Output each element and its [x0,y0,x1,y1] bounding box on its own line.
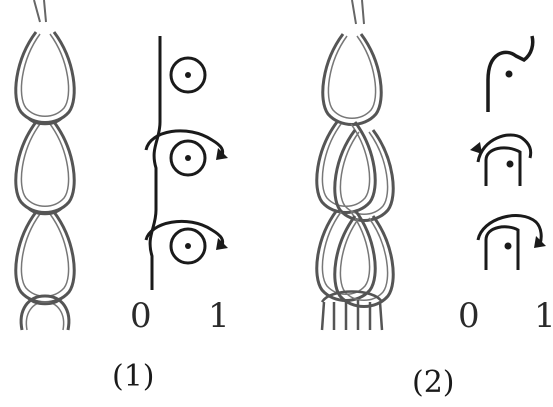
panel2-chain-loops [315,0,395,331]
panel2-axis-label-0: 0 [458,296,480,336]
panel2-caption: (2) [412,365,455,400]
panel1-axis-label-0: 0 [130,296,152,336]
panel1-axis-label-1: 1 [208,296,230,336]
panel1-chain-loops [14,0,76,331]
panel2-lapping-notation [470,35,546,270]
panel1-lapping-notation [144,36,228,290]
panel2-axis-label-1: 1 [534,296,553,336]
panel1-caption: (1) [112,359,155,394]
